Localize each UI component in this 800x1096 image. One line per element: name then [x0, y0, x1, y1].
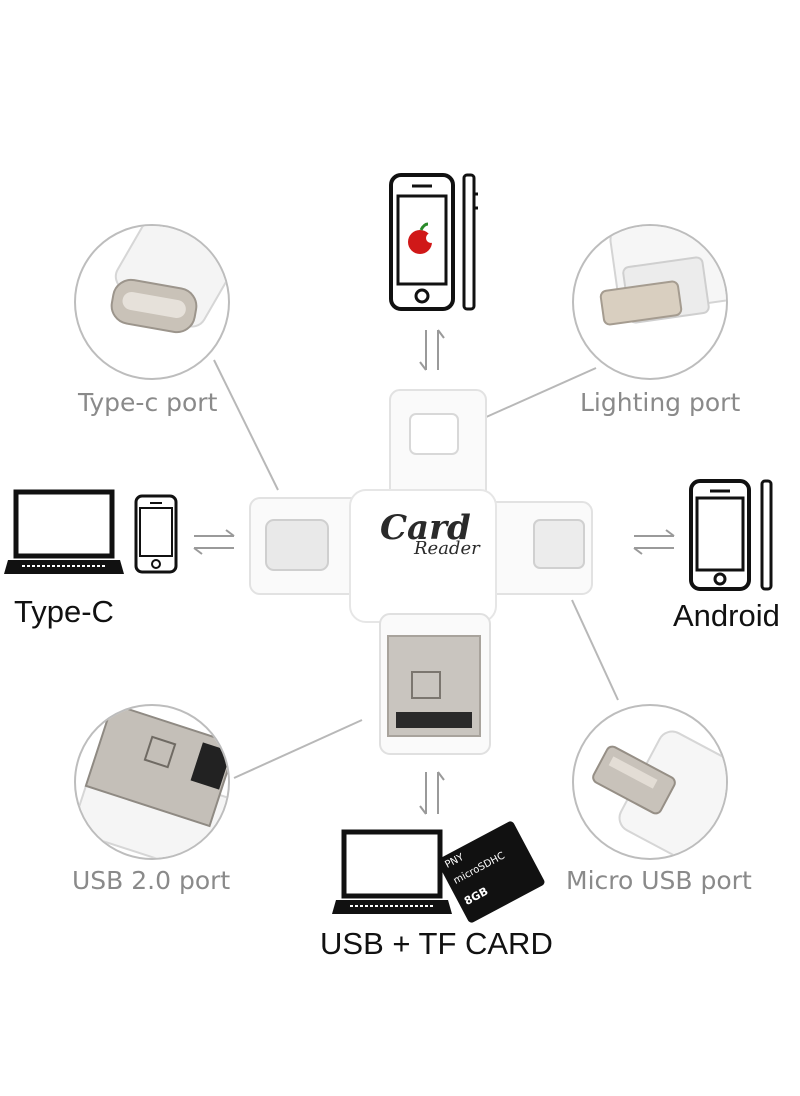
bottom-device-label: USB + TF CARD [320, 926, 553, 961]
type-c-port-image [74, 224, 230, 380]
transfer-arrows-icon [419, 329, 445, 371]
transfer-arrows-icon [193, 529, 235, 555]
card-reader-logo: Card Reader [380, 508, 500, 568]
type-c-port-label: Type-c port [78, 388, 218, 417]
transfer-arrows-icon [633, 529, 675, 555]
android-phone-icon [689, 479, 773, 591]
laptop-icon [332, 829, 452, 914]
usb-port-image [74, 704, 230, 860]
left-device-label: Type-C [14, 594, 114, 629]
sd-card-capacity: 8GB [462, 884, 491, 908]
card-reader-device [249, 389, 593, 755]
laptop-icon [4, 489, 124, 574]
lightning-port-image [572, 224, 728, 380]
usb-port-label: USB 2.0 port [72, 866, 231, 895]
sd-card-brand: PNY [443, 851, 466, 871]
lightning-port-label: Lighting port [580, 388, 741, 417]
phone-icon [134, 494, 178, 574]
right-device-label: Android [673, 598, 780, 633]
card-reader-logo-line1: Card [380, 508, 471, 548]
micro-usb-port-label: Micro USB port [566, 866, 752, 895]
micro-usb-port-image [572, 704, 728, 860]
transfer-arrows-icon [419, 771, 445, 815]
card-reader-logo-line2: Reader [414, 538, 480, 559]
iphone-icon [389, 173, 478, 311]
